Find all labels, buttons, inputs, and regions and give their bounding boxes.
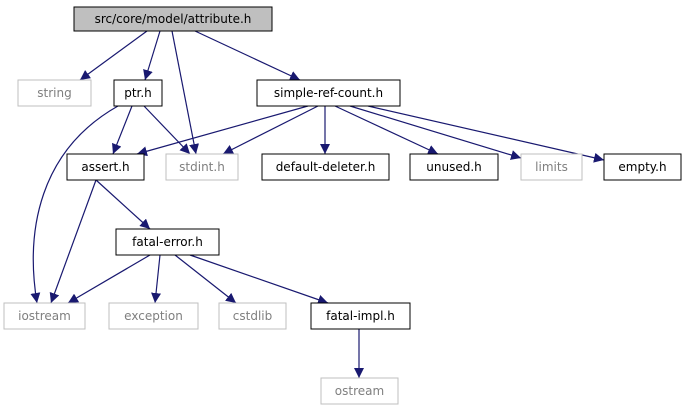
edge-simple-ref-count-to-unused bbox=[334, 105, 439, 155]
node-box-cstdlib bbox=[218, 302, 287, 330]
node-label-empty: empty.h bbox=[618, 160, 666, 174]
node-ostream: ostream bbox=[320, 377, 399, 405]
edges-layer bbox=[30, 30, 605, 378]
edge-attribute-to-string bbox=[79, 30, 148, 81]
node-label-limits: limits bbox=[535, 160, 568, 174]
node-label-ostream: ostream bbox=[335, 384, 384, 398]
node-string: string bbox=[17, 79, 92, 107]
nodes-layer: src/core/model/attribute.h string ptr.h std… bbox=[3, 6, 682, 405]
edge-fatal-error-to-fatal-impl bbox=[189, 254, 329, 305]
node-label-assert: assert.h bbox=[81, 160, 129, 174]
node-unused[interactable]: unused.h bbox=[409, 153, 499, 181]
node-label-attribute: src/core/model/attribute.h bbox=[95, 12, 252, 26]
node-iostream: iostream bbox=[3, 302, 86, 330]
node-box-default-deleter bbox=[261, 153, 390, 181]
node-simple-ref-count[interactable]: simple-ref-count.h bbox=[256, 79, 401, 107]
node-fatal-error[interactable]: fatal-error.h bbox=[115, 228, 220, 256]
node-ptr[interactable]: ptr.h bbox=[113, 79, 163, 107]
edge-fatal-error-to-cstdlib bbox=[174, 254, 237, 304]
node-box-limits bbox=[520, 153, 583, 181]
node-box-ostream bbox=[320, 377, 399, 405]
node-box-attribute bbox=[73, 6, 273, 32]
node-label-fatal-error: fatal-error.h bbox=[132, 235, 203, 249]
edge-ptr-to-assert bbox=[112, 105, 133, 155]
node-box-string bbox=[17, 79, 92, 107]
node-label-simple-ref-count: simple-ref-count.h bbox=[274, 86, 383, 100]
node-fatal-impl[interactable]: fatal-impl.h bbox=[310, 302, 411, 330]
node-box-simple-ref-count bbox=[256, 79, 401, 107]
node-label-default-deleter: default-deleter.h bbox=[276, 160, 376, 174]
node-box-ptr bbox=[113, 79, 163, 107]
edge-ptr-to-iostream bbox=[30, 105, 119, 304]
node-box-stdint bbox=[165, 153, 239, 181]
node-box-iostream bbox=[3, 302, 86, 330]
node-label-cstdlib: cstdlib bbox=[233, 309, 272, 323]
node-label-stdint: stdint.h bbox=[179, 160, 225, 174]
edge-simple-ref-count-to-limits bbox=[349, 105, 522, 160]
edge-attribute-to-ptr bbox=[143, 30, 161, 81]
node-box-exception bbox=[108, 302, 199, 330]
node-cstdlib: cstdlib bbox=[218, 302, 287, 330]
node-label-unused: unused.h bbox=[426, 160, 482, 174]
node-limits: limits bbox=[520, 153, 583, 181]
node-label-exception: exception bbox=[124, 309, 183, 323]
node-box-assert bbox=[66, 153, 145, 181]
node-assert[interactable]: assert.h bbox=[66, 153, 145, 181]
node-box-fatal-impl bbox=[310, 302, 411, 330]
node-box-fatal-error bbox=[115, 228, 220, 256]
node-label-fatal-impl: fatal-impl.h bbox=[326, 309, 395, 323]
node-attribute[interactable]: src/core/model/attribute.h bbox=[73, 6, 273, 32]
edge-attribute-to-simple-ref-count bbox=[194, 30, 301, 81]
node-exception: exception bbox=[108, 302, 199, 330]
node-box-empty bbox=[603, 153, 682, 181]
edge-ptr-to-stdint bbox=[143, 105, 191, 155]
edge-assert-to-iostream bbox=[49, 179, 97, 304]
node-default-deleter[interactable]: default-deleter.h bbox=[261, 153, 390, 181]
node-label-ptr: ptr.h bbox=[124, 86, 152, 100]
edge-simple-ref-count-to-empty bbox=[367, 105, 605, 163]
node-label-iostream: iostream bbox=[18, 309, 71, 323]
node-box-unused bbox=[409, 153, 499, 181]
edge-assert-to-fatal-error bbox=[95, 179, 151, 230]
edge-attribute-to-stdint bbox=[171, 30, 199, 155]
edge-fatal-error-to-exception bbox=[151, 254, 162, 304]
node-empty[interactable]: empty.h bbox=[603, 153, 682, 181]
edge-simple-ref-count-to-assert bbox=[136, 105, 309, 157]
node-label-string: string bbox=[37, 86, 71, 100]
edge-simple-ref-count-to-stdint bbox=[222, 105, 319, 155]
node-stdint: stdint.h bbox=[165, 153, 239, 181]
edge-fatal-error-to-iostream bbox=[67, 254, 151, 304]
